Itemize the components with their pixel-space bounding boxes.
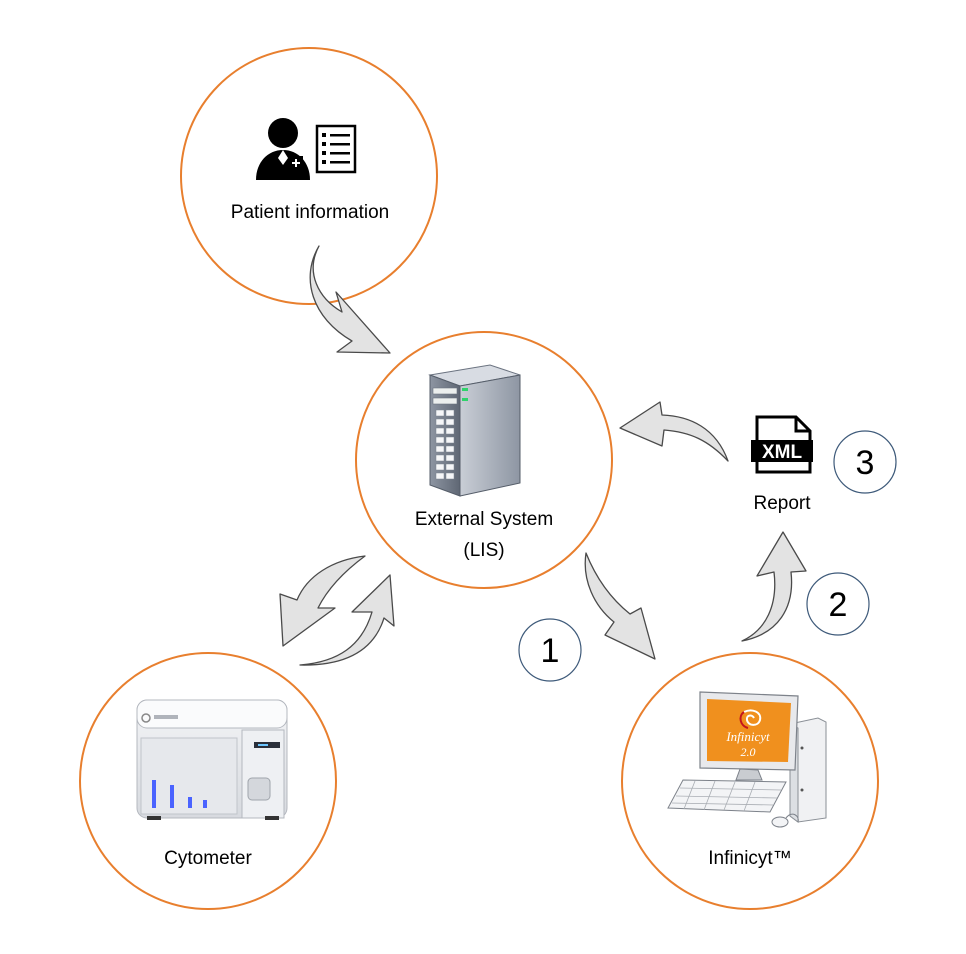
step-3-badge: 3	[833, 430, 897, 494]
step-2-badge: 2	[806, 572, 870, 636]
step-1-number: 1	[541, 632, 560, 670]
arrow-cytometer-to-lis	[299, 574, 395, 666]
infinicyt-label: Infinicyt™	[708, 848, 791, 869]
infinicyt-screen-version: 2.0	[741, 745, 756, 759]
lis-label-line1: External System	[415, 509, 553, 530]
flow-cytometer-icon	[136, 699, 288, 820]
arrow-lis-to-infinicyt	[584, 552, 656, 660]
arrow-lis-to-cytometer	[279, 555, 366, 647]
step-3-number: 3	[856, 444, 875, 482]
arrow-report-to-lis	[619, 401, 729, 462]
lis-label-line2: (LIS)	[463, 540, 504, 561]
arrow-patient-to-lis	[309, 245, 391, 354]
infinicyt-screen-brand: Infinicyt	[725, 729, 770, 744]
report-label: Report	[753, 493, 811, 514]
patient-record-icon	[256, 118, 357, 180]
arrow-infinicyt-to-report	[741, 531, 807, 642]
step-2-number: 2	[829, 586, 848, 624]
cytometer-label: Cytometer	[164, 848, 252, 869]
xml-file-icon: XML	[751, 415, 813, 474]
patient-information-label: Patient information	[231, 202, 389, 223]
step-1-badge: 1	[518, 618, 582, 682]
xml-file-type-label: XML	[762, 442, 803, 463]
server-tower-icon	[428, 364, 521, 497]
desktop-computer-icon: Infinicyt 2.0	[667, 691, 827, 828]
